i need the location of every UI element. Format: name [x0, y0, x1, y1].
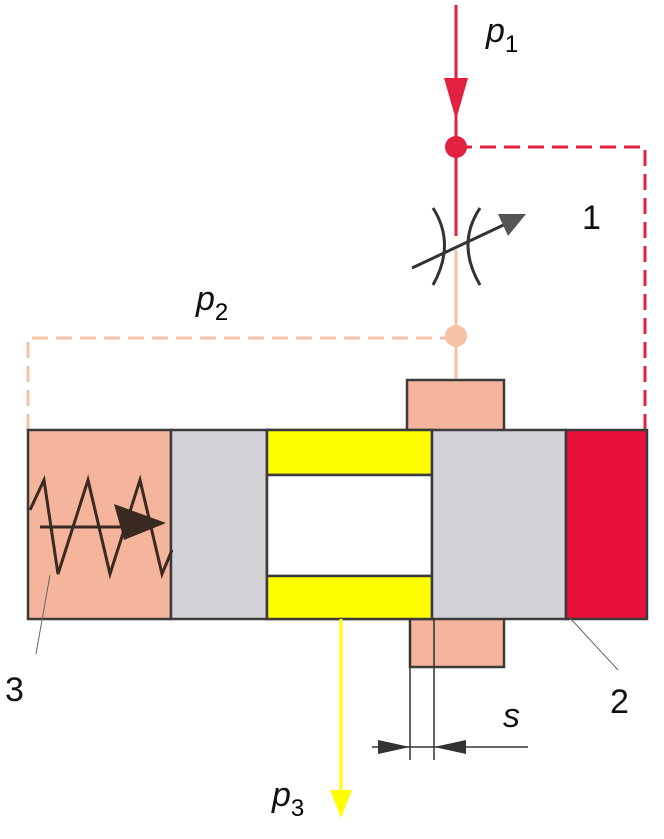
label-p1: p1: [485, 12, 518, 58]
leader-line-2: [569, 617, 619, 671]
pressure-chamber: [564, 428, 649, 621]
label-p3: p3: [271, 776, 304, 822]
right-piston: [430, 428, 568, 621]
spool-land-top: [265, 428, 434, 477]
spool-land-bottom: [265, 574, 434, 621]
label-throttle-number: 1: [582, 199, 601, 237]
stroke-dimension: [372, 618, 528, 760]
label-chamber-number: 2: [610, 683, 629, 721]
junction-dot-icon: [445, 325, 467, 347]
leader-line-3: [35, 574, 51, 655]
pilot-line-p1: [456, 145, 647, 430]
inlet-port-housing: [405, 378, 506, 434]
adjustable-spring-icon: [28, 474, 174, 580]
outlet-arrow-icon: [330, 790, 352, 818]
outlet-port-housing: [408, 616, 506, 669]
label-p2: p2: [195, 280, 228, 326]
flow-arrow-icon: [444, 78, 468, 120]
left-piston: [169, 428, 269, 621]
spool-stem: [265, 473, 434, 578]
label-spring-number: 3: [5, 671, 24, 709]
adjustable-throttle-icon: [411, 207, 526, 286]
label-stroke: s: [503, 697, 520, 735]
junction-dot-icon: [445, 136, 467, 158]
pilot-line-p2: [26, 336, 456, 430]
